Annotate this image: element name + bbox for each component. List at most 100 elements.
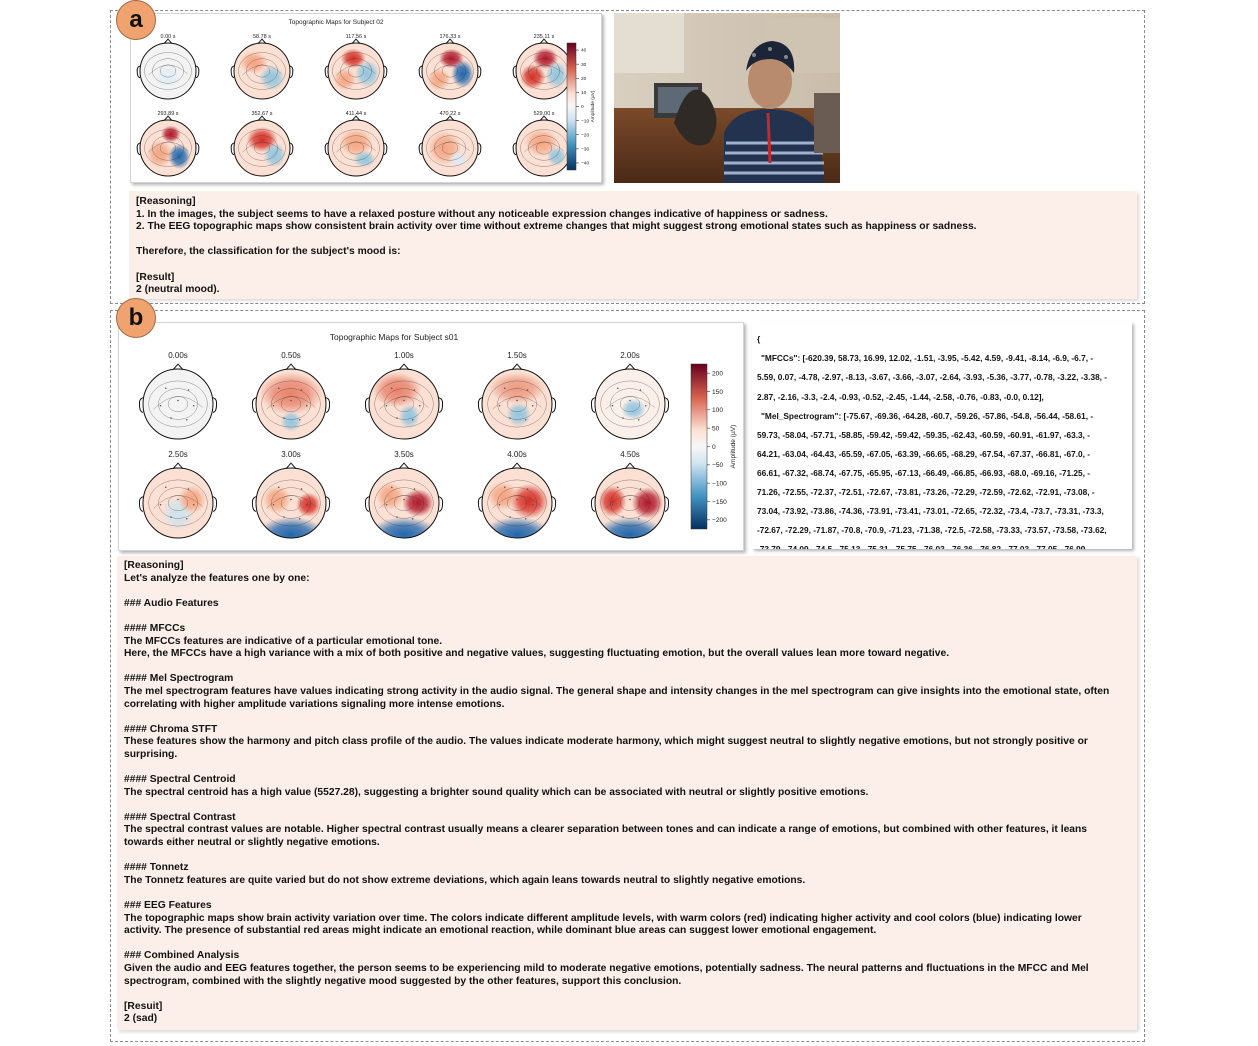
time-label: 0.00 s [161, 34, 176, 40]
time-label: 529.00 s [533, 111, 554, 117]
colorbar-tick: −150 [712, 499, 727, 506]
colorbar-tick: −30 [581, 147, 589, 153]
text-line: [Reasoning] [136, 196, 196, 207]
text-line: #### Chroma STFT [124, 723, 218, 735]
text-line: The Tonnetz features are quite varied bu… [124, 874, 806, 886]
colorbar [566, 42, 577, 171]
time-label: 176.33 s [439, 34, 460, 40]
text-line: activity. The presence of substantial re… [124, 925, 877, 937]
topomap: 529.00 s [512, 111, 576, 177]
topomap: 1.50s [477, 351, 557, 440]
reasoning-note-b: [Reasoning]Let's analyze the features on… [117, 556, 1137, 1030]
text-line: 73.04, -73.92, -73.86, -74.36, -73.91, -… [757, 506, 1104, 517]
panel-a [110, 10, 1145, 304]
text-line [124, 938, 1130, 951]
text-line [124, 850, 1130, 863]
topomap: 1.00s [364, 351, 444, 440]
text-line: Given the audio and EEG features togethe… [124, 963, 1089, 974]
text-line: Here, the MFCCs have a high variance wit… [124, 648, 950, 660]
subject-photo-image [614, 13, 840, 183]
text-line: 59.73, -58.04, -57.71, -58.85, -59.42, -… [757, 429, 1091, 440]
features-text: {"MFCCs": [-620.39, 58.73, 16.99, 12.02,… [752, 322, 1132, 549]
text-line: The topographic maps show brain activity… [124, 912, 1082, 924]
text-line [124, 610, 1130, 623]
colorbar-tick: 0 [581, 104, 584, 110]
time-label: 3.50s [394, 450, 414, 459]
figure-title: Topographic Maps for Subject s01 [330, 332, 459, 342]
time-label: 2.50s [168, 450, 188, 459]
topomap: 0.00 s [136, 34, 200, 100]
text-line [124, 799, 1130, 812]
text-line [124, 711, 1130, 724]
text-line: surprising. [124, 748, 178, 760]
text-line: -72.67, -72.29, -71.87, -70.8, -70.9, -7… [757, 525, 1107, 536]
time-label: 0.50s [281, 351, 301, 360]
text-line: 2 (sad) [124, 1013, 158, 1025]
text-line: correlating with higher amplitude variat… [124, 698, 505, 710]
text-line: #### Spectral Centroid [124, 774, 236, 786]
colorbar-tick: 200 [712, 370, 723, 377]
text-line: The MFCCs features are indicative of a p… [124, 635, 443, 647]
colorbar-tick: −100 [712, 480, 727, 487]
topomap: 0.00s [138, 351, 218, 440]
text-line [124, 988, 1130, 1001]
topomap: 117.56 s [324, 34, 388, 100]
colorbar [690, 363, 708, 530]
topomap: 352.67 s [230, 111, 294, 177]
text-line: 66.61, -67.32, -68.74, -67.75, -65.95, -… [757, 467, 1091, 478]
topomap: 58.78 s [230, 34, 294, 100]
topomap: 2.00s [590, 351, 670, 440]
time-label: 4.50s [620, 450, 640, 459]
text-line: spectrogram, combined with the slightly … [124, 975, 682, 987]
colorbar-label: Amplitude (µV) [730, 425, 737, 469]
text-line: "Mel_Spectrogram": [-75.67, -69.36, -64.… [761, 410, 1094, 421]
time-label: 2.00s [620, 351, 640, 360]
topomap-card-b: Topographic Maps for Subject s01 0.00s 0.5… [118, 322, 744, 551]
time-label: 470.22 s [439, 111, 460, 117]
topomap: 176.33 s [418, 34, 482, 100]
time-label: 235.11 s [534, 34, 555, 40]
text-line: These features show the harmony and pitc… [124, 736, 1088, 748]
colorbar-tick: −40 [581, 161, 589, 167]
topomap-figure-a: Topographic Maps for Subject 02 0.00 s 58.… [136, 19, 596, 177]
text-line: The spectral contrast values are notable… [124, 824, 1088, 836]
time-label: 0.00s [168, 351, 188, 360]
topomap: 235.11 s [512, 34, 576, 100]
time-label: 4.00s [507, 450, 527, 459]
colorbar-tick: 30 [581, 62, 587, 68]
text-line: 5.59, 0.07, -4.78, -2.97, -8.13, -3.67, … [757, 372, 1108, 383]
text-line: Let's analyze the features one by one: [124, 572, 310, 584]
text-line: #### Spectral Contrast [124, 811, 236, 823]
topomap-card-a: Topographic Maps for Subject 02 0.00 s 58.… [130, 13, 602, 183]
colorbar-tick: −20 [581, 132, 589, 138]
subject-photo [614, 13, 840, 183]
text-line: { [757, 334, 761, 345]
colorbar-tick: 100 [712, 407, 723, 414]
time-label: 117.56 s [346, 34, 367, 40]
text-line: 1. In the images, the subject seems to h… [136, 208, 828, 220]
topomap: 4.50s [590, 450, 670, 539]
topomap: 3.00s [251, 450, 331, 539]
text-line: ### EEG Features [124, 900, 212, 912]
text-line: "MFCCs": [-620.39, 58.73, 16.99, 12.02, … [761, 353, 1094, 364]
colorbar-tick: −50 [712, 462, 724, 469]
text-line [124, 585, 1130, 598]
colorbar-tick: 0 [712, 444, 716, 451]
figure-title: Topographic Maps for Subject 02 [288, 19, 383, 26]
text-line: The spectral centroid has a high value (… [124, 786, 869, 798]
topomap: 411.44 s [324, 111, 388, 177]
text-line: #### Tonnetz [124, 862, 189, 874]
text-line: ### Audio Features [124, 597, 219, 609]
topomap: 3.50s [364, 450, 444, 539]
topomap-figure-b: Topographic Maps for Subject s01 0.00s 0.5… [138, 332, 737, 539]
topomap: 2.50s [138, 450, 218, 539]
text-line: 71.26, -72.55, -72.37, -72.51, -72.67, -… [757, 487, 1095, 498]
topomap: 4.00s [477, 450, 557, 539]
text-line: 2. The EEG topographic maps show consist… [136, 221, 977, 233]
panel-b [110, 310, 1145, 1042]
text-line [124, 762, 1130, 775]
text-line [136, 234, 1130, 247]
text-line: towards either neutral or slightly negat… [124, 837, 380, 849]
text-line: [Resuit] [124, 1000, 163, 1012]
topomap: 470.22 s [418, 111, 482, 177]
